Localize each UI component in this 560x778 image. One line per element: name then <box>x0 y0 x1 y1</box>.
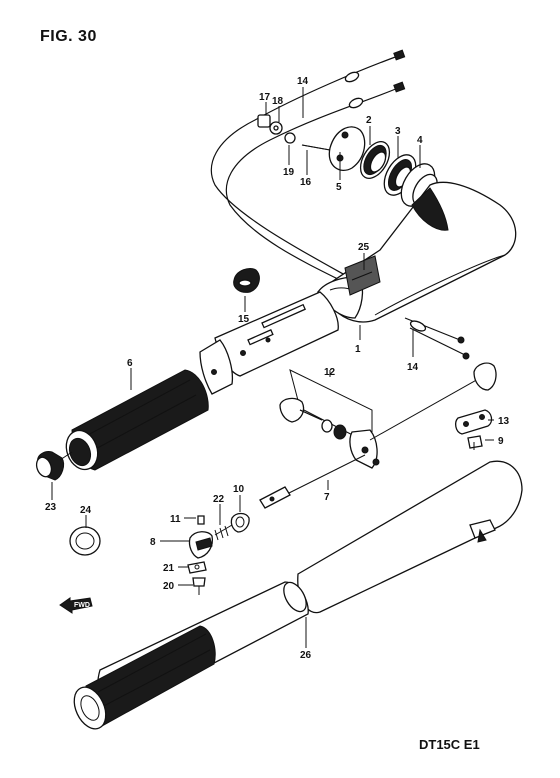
part-label: 18 <box>272 96 284 107</box>
part-label: 6 <box>127 358 133 369</box>
throttle-knob <box>35 451 73 481</box>
part-label: 3 <box>395 126 401 137</box>
part-label: 7 <box>324 492 330 503</box>
diagram-code: DT15C E1 <box>419 737 480 752</box>
part-label: 23 <box>45 502 57 513</box>
tiller-handle-housing <box>317 181 517 323</box>
part-label: 20 <box>163 581 175 592</box>
leader-lines <box>51 87 494 648</box>
part-label: 22 <box>213 494 225 505</box>
forward-arrow-icon: FWD <box>59 597 93 614</box>
friction-rod <box>259 362 497 509</box>
handle-shaft <box>199 291 339 395</box>
throttle-cable-assembly <box>210 49 470 360</box>
adjuster-hardware <box>187 512 250 595</box>
part-label: 2 <box>366 115 372 126</box>
part-label: 4 <box>417 135 423 146</box>
part-label: 5 <box>336 182 342 193</box>
part-label: 26 <box>300 650 312 661</box>
decal-band <box>344 255 381 296</box>
part-label: 14 <box>297 76 309 87</box>
part-label: 17 <box>259 92 271 103</box>
part-label: 9 <box>498 436 504 447</box>
forward-label: FWD <box>74 602 90 609</box>
part-label: 14 <box>407 362 419 373</box>
part-label: 11 <box>170 514 181 525</box>
part-label: 25 <box>358 242 370 253</box>
part-label: 19 <box>283 167 295 178</box>
figure-title: FIG. 30 <box>40 28 97 45</box>
end-cap <box>69 526 101 556</box>
grip-sleeve <box>65 369 209 471</box>
part-label: 13 <box>498 416 510 427</box>
bracket-plate <box>328 126 366 172</box>
part-labels: 1 2 3 4 5 6 7 8 9 10 11 12 13 14 15 16 1… <box>45 76 510 661</box>
part-label: 21 <box>163 563 175 574</box>
part-label: 8 <box>150 537 156 548</box>
part-label: 15 <box>238 314 250 325</box>
part-label: 12 <box>324 367 336 378</box>
part-label: 1 <box>355 344 361 355</box>
cable-stop-hardware <box>257 114 331 151</box>
part-label: 10 <box>233 484 245 495</box>
grommet <box>233 267 260 293</box>
screw-9 <box>467 435 483 450</box>
friction-plate <box>455 409 493 435</box>
part-label: 24 <box>80 505 92 516</box>
tiller-extension <box>73 460 523 730</box>
friction-bracket-group <box>279 369 380 469</box>
part-label: 16 <box>300 177 312 188</box>
